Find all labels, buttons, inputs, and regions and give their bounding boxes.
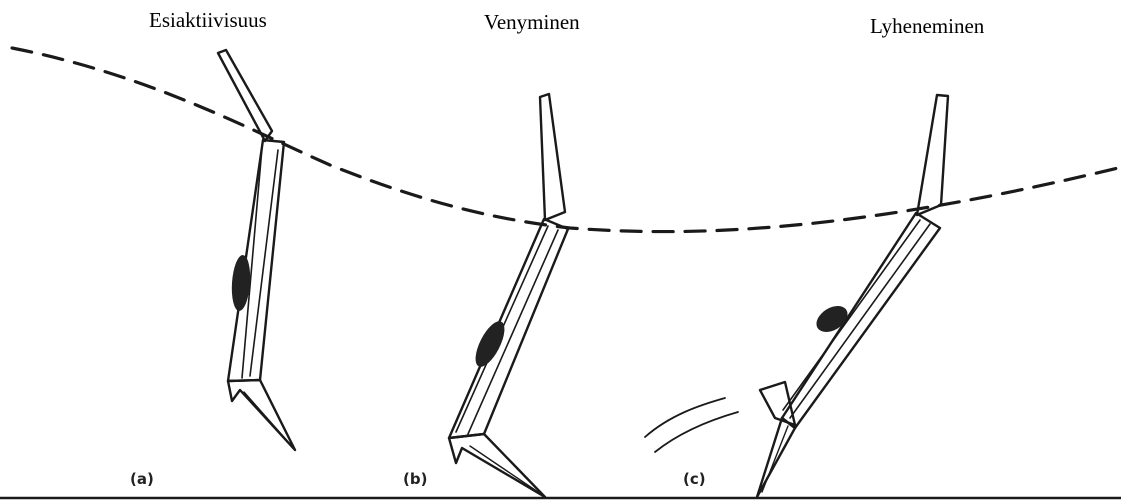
- foot-inner-line: [762, 426, 788, 492]
- shank-inner-line: [783, 220, 920, 410]
- foot-inner-line: [244, 392, 290, 444]
- foot-segment: [228, 380, 295, 450]
- leg-figure-a: [218, 50, 295, 450]
- foot-inner-line: [470, 446, 538, 492]
- shank-inner-line: [468, 230, 558, 434]
- calf-muscle: [812, 301, 852, 338]
- leg-figure-b: [449, 94, 568, 497]
- phase-label-c: (c): [683, 470, 706, 488]
- thigh-segment: [218, 50, 272, 141]
- thigh-segment: [540, 94, 565, 220]
- phase-label-b: (b): [403, 470, 427, 488]
- motion-arc: [655, 412, 738, 452]
- shank-segment: [449, 219, 568, 438]
- leg-figure-c: [645, 95, 948, 497]
- phase-label-a: (a): [130, 470, 154, 488]
- thigh-segment: [917, 95, 948, 215]
- motion-arc: [645, 398, 725, 437]
- shank-segment: [228, 140, 284, 381]
- shank-inner-line: [790, 224, 930, 418]
